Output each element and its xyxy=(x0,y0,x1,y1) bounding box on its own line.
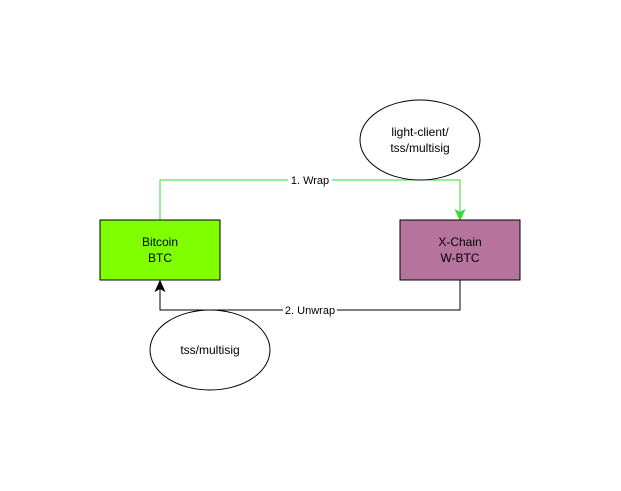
xchain-label: X-Chain xyxy=(438,235,481,249)
bitcoin-node: Bitcoin BTC xyxy=(99,219,221,281)
unwrap-label: 2. Unwrap xyxy=(285,305,335,317)
light-client-sublabel: tss/multisig xyxy=(390,141,449,155)
xchain-node: X-Chain W-BTC xyxy=(399,219,521,281)
xchain-box xyxy=(399,219,521,281)
wrap-arrowhead xyxy=(454,208,466,222)
bitcoin-ticker: BTC xyxy=(148,251,172,265)
bitcoin-label: Bitcoin xyxy=(142,235,178,249)
tss-multisig-ellipse xyxy=(149,309,271,391)
light-client-ellipse xyxy=(359,99,481,181)
light-client-node: light-client/ tss/multisig xyxy=(359,99,481,181)
light-client-label: light-client/ xyxy=(391,125,449,139)
wrap-label-group: 1. Wrap xyxy=(288,173,332,187)
xchain-ticker: W-BTC xyxy=(440,251,479,265)
bitcoin-box xyxy=(99,219,221,281)
tss-multisig-node: tss/multisig xyxy=(149,309,271,391)
unwrap-arrowhead xyxy=(154,279,166,293)
unwrap-label-group: 2. Unwrap xyxy=(283,303,337,317)
wrap-label: 1. Wrap xyxy=(291,175,329,187)
tss-multisig-label: tss/multisig xyxy=(180,343,239,357)
